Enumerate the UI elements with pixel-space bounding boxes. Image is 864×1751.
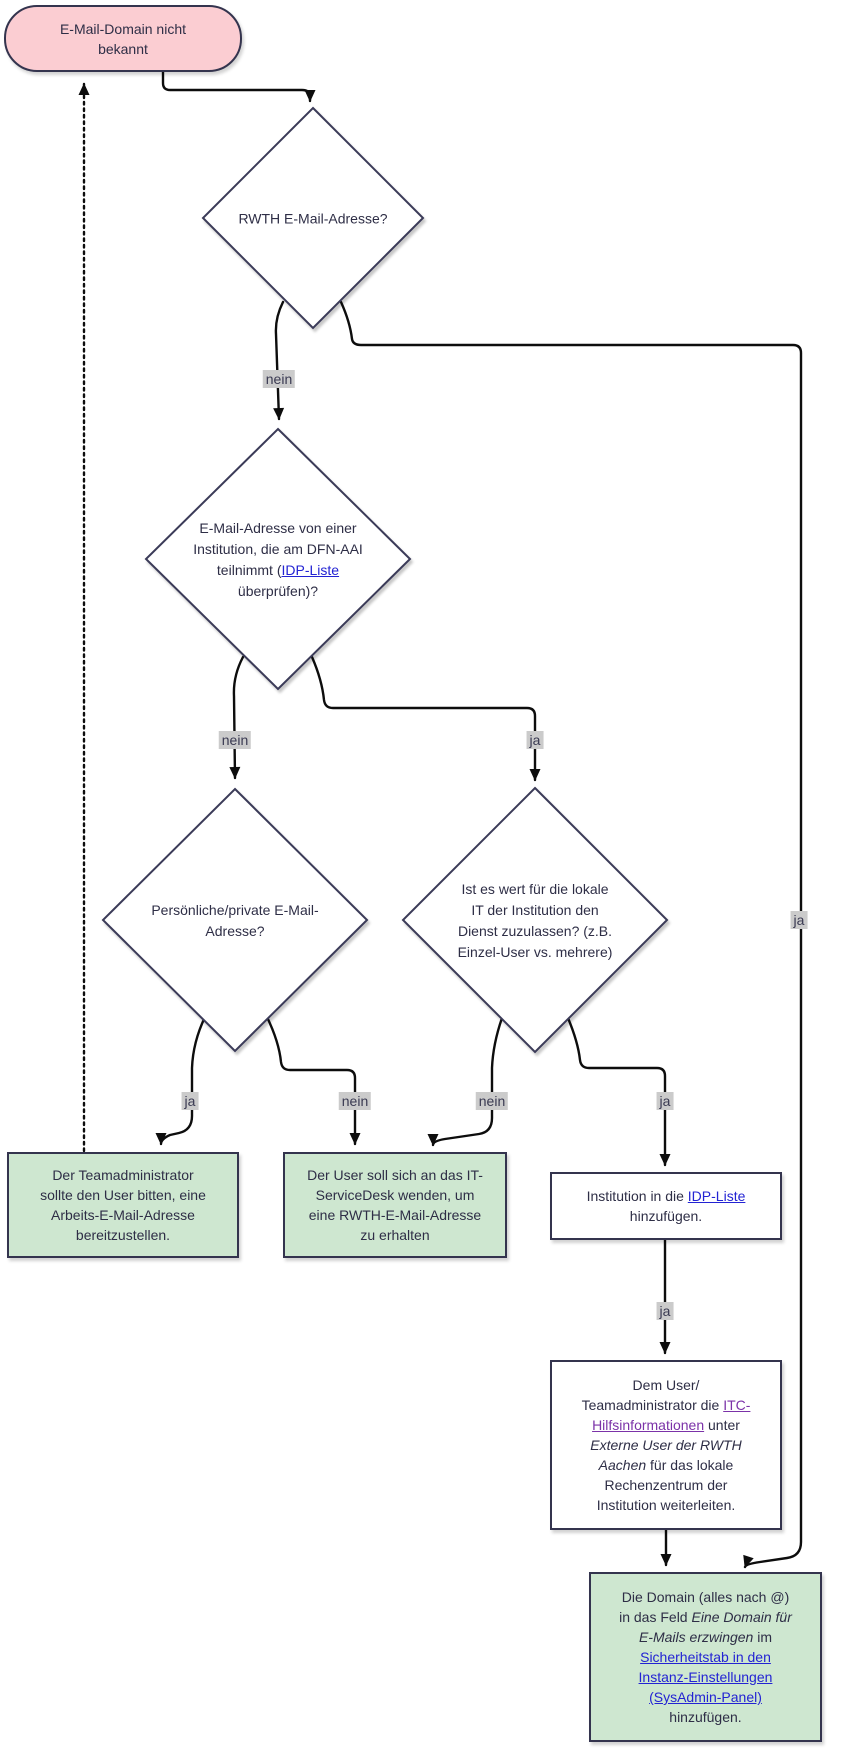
- decision-shape-dfn-aai: [144, 427, 412, 691]
- edge-label-d1-ja: ja: [790, 911, 808, 929]
- text-segment: für das lokale Rechenzentrum der Institu…: [596, 1457, 736, 1513]
- edge-d3-ja-to-team: [155, 1015, 207, 1146]
- action-box-itc-label: Dem User/ Teamadministrator die ITC- Hil…: [582, 1375, 751, 1515]
- text-segment: E-Mail-Adresse von einer Institution, di…: [193, 520, 363, 578]
- text-segment: Dem User/ Teamadministrator die: [581, 1377, 720, 1413]
- edge-label-d4-nein: nein: [475, 1092, 509, 1110]
- action-box-idp-liste-label: Institution in die IDP-Liste hinzufügen.: [587, 1186, 746, 1226]
- decision-dfn-aai-label: E-Mail-Adresse von einer Institution, di…: [158, 518, 398, 602]
- result-box-teamadmin-label: Der Teamadministrator sollte den User bi…: [40, 1167, 206, 1243]
- result-box-domain-erzwingen: Die Domain (alles nach @) in das Feld Ei…: [589, 1572, 822, 1742]
- result-box-servicedesk: Der User soll sich an das IT- ServiceDes…: [283, 1152, 507, 1258]
- decision-private-adresse-label: Persönliche/private E-Mail- Adresse?: [151, 902, 319, 939]
- text-segment: Institution in die: [586, 1188, 688, 1204]
- edge-label-d1-nein: nein: [262, 370, 296, 388]
- edge-label-idp-ja: ja: [656, 1302, 674, 1320]
- decision-shape-rwth-adresse: [201, 106, 425, 330]
- edge-d3-nein-to-servicedesk: [265, 1015, 361, 1146]
- text-segment: Externe User der RWTH Aachen: [590, 1437, 742, 1473]
- edge-d4-ja-to-idp: [566, 1016, 671, 1167]
- start-node-label: E-Mail-Domain nicht bekannt: [59, 20, 187, 57]
- link[interactable]: Sicherheitstab in den Instanz-Einstellun…: [638, 1649, 773, 1705]
- text-segment: überprüfen)?: [237, 583, 319, 599]
- decision-rwth-adresse-label: RWTH E-Mail-Adresse?: [238, 210, 388, 227]
- link[interactable]: IDP-Liste: [281, 562, 340, 578]
- link[interactable]: IDP-Liste: [687, 1188, 746, 1204]
- action-box-itc-hilfsinformationen: Dem User/ Teamadministrator die ITC- Hil…: [550, 1360, 782, 1530]
- action-box-idp-liste: Institution in die IDP-Liste hinzufügen.: [550, 1172, 782, 1240]
- link[interactable]: ITC- Hilfsinformationen: [592, 1397, 751, 1433]
- edge-label-d3-ja: ja: [181, 1092, 199, 1110]
- edge-d2-ja-to-d4: [310, 655, 541, 782]
- result-box-domain-label: Die Domain (alles nach @) in das Feld Ei…: [619, 1587, 792, 1727]
- edge-label-d4-ja: ja: [656, 1092, 674, 1110]
- decision-dienst-zulassen-label: Ist es wert für die lokale IT der Instit…: [457, 881, 613, 960]
- text-segment: hinzufügen.: [629, 1208, 703, 1224]
- edge-label-d2-ja: ja: [526, 731, 544, 749]
- edge-label-d3-nein: nein: [338, 1092, 372, 1110]
- text-segment: hinzufügen.: [669, 1709, 742, 1725]
- result-box-teamadmin: Der Teamadministrator sollte den User bi…: [7, 1152, 239, 1258]
- text-segment: Eine Domain für E-Mails erzwingen: [638, 1609, 792, 1645]
- edge-start-to-d1: [161, 70, 316, 103]
- text-segment: unter: [708, 1417, 740, 1433]
- edges: [78, 70, 803, 1569]
- edge-d1-nein-to-d2: [273, 300, 285, 421]
- result-box-servicedesk-label: Der User soll sich an das IT- ServiceDes…: [307, 1167, 483, 1243]
- text-segment: im: [757, 1629, 773, 1645]
- decision-shape-private-adresse: [101, 787, 369, 1053]
- start-node-email-domain-unknown: E-Mail-Domain nicht bekannt: [4, 5, 242, 72]
- decision-shape-dienst-zulassen: [401, 786, 669, 1054]
- edge-d2-nein-to-d3: [229, 655, 245, 780]
- edge-d1-ja-to-domain: [339, 300, 803, 1569]
- text-segment: Die Domain (alles nach @) in das Feld: [619, 1589, 790, 1625]
- edge-label-d2-nein: nein: [218, 731, 252, 749]
- edge-d4-nein-to-servicedesk: [427, 1016, 504, 1147]
- decision-shapes: [101, 106, 669, 1054]
